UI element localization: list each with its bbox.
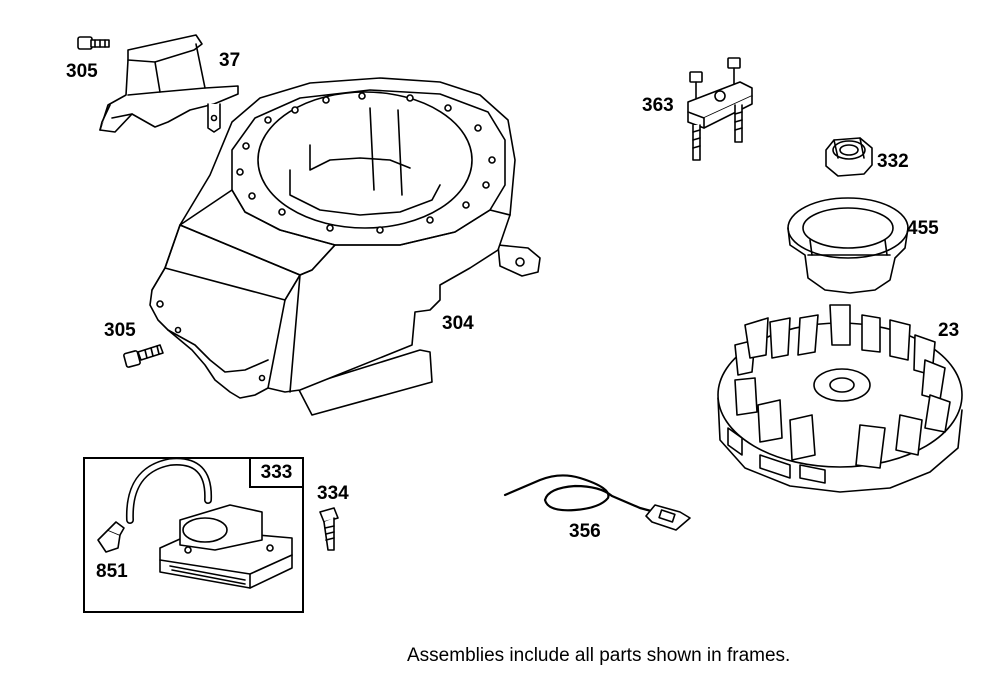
callout-455: 455 (907, 218, 939, 239)
callout-363: 363 (642, 95, 674, 116)
connector-851 (97, 521, 125, 553)
starter-cup-455 (787, 197, 909, 294)
assembly-frame (83, 457, 304, 613)
blower-housing-304 (149, 77, 541, 416)
assemblies-footnote: Assemblies include all parts shown in fr… (407, 645, 791, 666)
callout-37: 37 (219, 50, 241, 71)
callout-334: 334 (317, 483, 349, 504)
screw-305-top (77, 36, 110, 50)
wire-356 (503, 474, 691, 531)
ignition-armature-333 (125, 457, 293, 589)
callout-23: 23 (938, 320, 960, 341)
callout-305-left: 305 (104, 320, 136, 341)
callout-332: 332 (877, 151, 909, 172)
callout-305-top: 305 (66, 61, 98, 82)
assembly-frame-tag: 333 (249, 457, 304, 488)
callout-333: 333 (260, 462, 293, 483)
nut-332 (825, 137, 873, 177)
air-guide-37 (99, 34, 239, 133)
callout-356: 356 (569, 521, 601, 542)
callout-851: 851 (96, 561, 128, 582)
bracket-363 (687, 57, 753, 161)
callout-304: 304 (442, 313, 474, 334)
bolt-334 (319, 507, 339, 551)
flywheel-23 (717, 304, 963, 493)
screw-305-left (123, 344, 164, 368)
